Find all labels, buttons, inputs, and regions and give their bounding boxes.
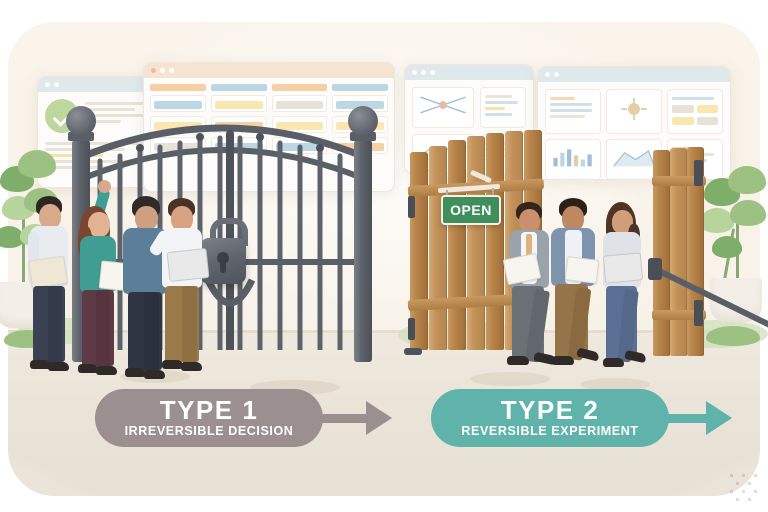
- gate-hinge: [408, 318, 415, 340]
- area-chart-icon: [613, 150, 656, 167]
- leg: [48, 286, 62, 364]
- shoe: [48, 362, 69, 371]
- type-2-subtitle: REVERSIBLE EXPERIMENT: [461, 424, 639, 438]
- gate-post-foot: [404, 348, 422, 355]
- kanban-window-titlebar: [144, 63, 394, 78]
- report-window-titlebar: [38, 77, 158, 92]
- kanban-column-header: [332, 84, 388, 91]
- text-block-card: [545, 89, 601, 134]
- text-line: [550, 115, 585, 118]
- window-dot-icon: [169, 68, 174, 73]
- open-sign-label: OPEN: [450, 202, 492, 218]
- leg: [144, 292, 159, 372]
- tablet: [602, 252, 644, 284]
- shoe: [552, 356, 574, 365]
- type-1-subtitle: IRREVERSIBLE DECISION: [124, 424, 294, 438]
- text-line: [484, 113, 512, 116]
- shoe: [125, 368, 146, 377]
- compass-chart-card: [606, 89, 662, 134]
- dashboard-window-titlebar: [538, 67, 730, 82]
- folder: [28, 255, 68, 289]
- window-dot-icon: [554, 72, 559, 77]
- funnel-diagram-icon: [420, 96, 466, 114]
- shoe: [96, 366, 117, 375]
- text-line: [550, 103, 593, 106]
- gate-post-cap-icon: [66, 106, 96, 136]
- text-line: [550, 109, 593, 112]
- shoe: [181, 362, 202, 371]
- kanban-column-header: [271, 84, 328, 91]
- text-line: [484, 95, 512, 98]
- kanban-card: [150, 95, 206, 112]
- type-2-arrow-head-icon: [706, 401, 732, 435]
- window-dot-icon: [160, 68, 165, 73]
- kanban-card: [210, 95, 267, 112]
- bar-chart-card: [545, 139, 601, 179]
- person-walking-with-tablet: [598, 202, 652, 378]
- window-dot-icon: [421, 70, 426, 75]
- text-line: [85, 102, 146, 105]
- leg: [182, 286, 197, 364]
- window-dot-icon: [45, 82, 50, 87]
- type-1-arrow-head-icon: [366, 401, 392, 435]
- kanban-card: [271, 95, 328, 112]
- list-card: [479, 87, 527, 128]
- papers: [564, 256, 600, 284]
- grid-card: [667, 89, 723, 134]
- gate-post-right: [354, 140, 372, 362]
- window-dot-icon: [545, 72, 550, 77]
- shoe: [78, 364, 98, 373]
- type-2-title: TYPE 2: [500, 395, 600, 425]
- text-line: [484, 107, 505, 110]
- kanban-column-header: [210, 84, 267, 91]
- head: [135, 206, 158, 230]
- kanban-column-header: [150, 84, 206, 91]
- person-standing-observer: [26, 196, 80, 378]
- window-dot-icon: [54, 82, 59, 87]
- shoe: [507, 356, 529, 365]
- window-dot-icon: [412, 70, 417, 75]
- bar-chart-icon: [553, 149, 592, 167]
- person-holding-tablet: [148, 198, 214, 378]
- shoe: [603, 358, 624, 367]
- analytics-window-titlebar: [405, 65, 533, 80]
- corner-watermark: [728, 472, 762, 506]
- gate-post-cap-icon: [348, 106, 378, 136]
- funnel-chart-card: [412, 87, 474, 128]
- shoe: [162, 360, 183, 369]
- text-line: [672, 97, 715, 100]
- gate-hinge: [694, 160, 703, 186]
- type-1-banner[interactable]: TYPE 1 IRREVERSIBLE DECISION: [95, 389, 323, 447]
- type-2-banner[interactable]: TYPE 2 REVERSIBLE EXPERIMENT: [431, 389, 669, 447]
- leg: [96, 290, 110, 368]
- text-line: [484, 101, 519, 104]
- text-line: [550, 97, 576, 100]
- window-dot-icon: [430, 70, 435, 75]
- hand: [98, 180, 111, 193]
- radial-diagram-icon: [621, 97, 647, 121]
- gate-hinge: [408, 196, 415, 218]
- tablet: [166, 247, 210, 283]
- type-1-title: TYPE 1: [159, 395, 259, 425]
- window-dot-icon: [151, 68, 156, 73]
- gate-hinge: [694, 300, 703, 326]
